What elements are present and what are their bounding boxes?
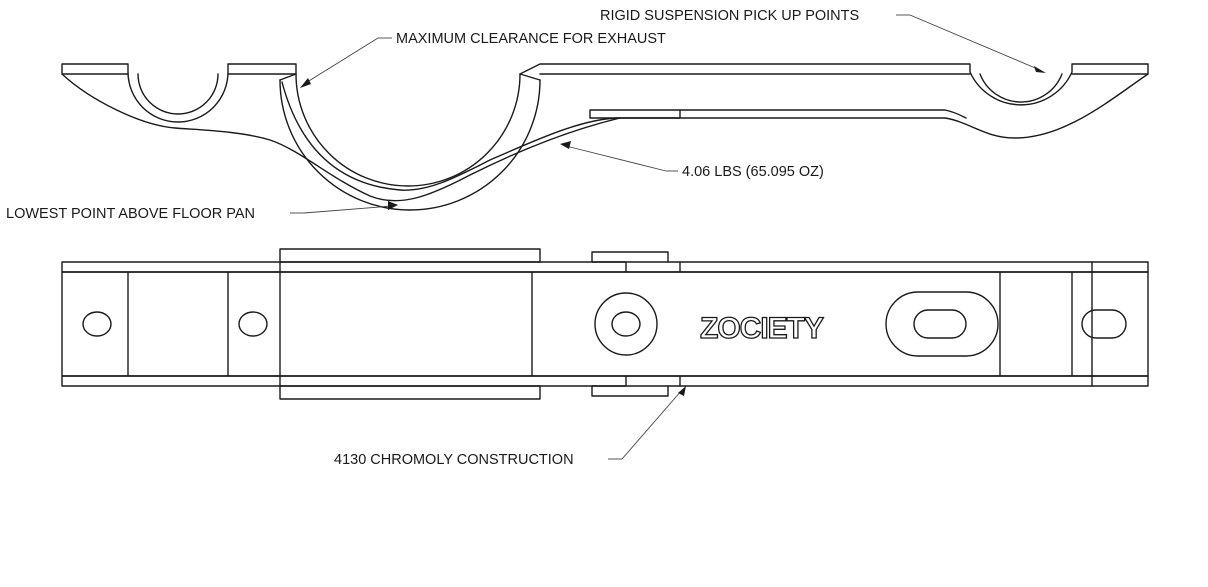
exhaust-cradle-inner <box>279 79 541 211</box>
boss-center <box>594 292 658 356</box>
left-cradle-inner <box>137 73 219 115</box>
top-body <box>61 271 1149 377</box>
side-slider-tab <box>589 109 967 119</box>
right-cradle-inner <box>979 73 1063 103</box>
callout-material-label: 4130 CHROMOLY CONSTRUCTION <box>334 452 574 468</box>
top-rail-lower <box>61 375 1149 387</box>
exhaust-cradle-edge <box>279 73 541 81</box>
slot-hole-right <box>1081 309 1127 339</box>
top-view: ZOCIETY <box>61 248 1149 400</box>
side-bottom-skin <box>281 81 621 191</box>
top-dividers <box>127 261 1093 387</box>
hole-left-end <box>82 311 112 337</box>
callout-weight-label: 4.06 LBS (65.095 OZ) <box>682 164 824 180</box>
callout-rigid-suspension-label: RIGID SUSPENSION PICK UP POINTS <box>600 8 859 24</box>
top-rail-upper <box>61 261 1149 273</box>
callout-max-clearance: MAXIMUM CLEARANCE FOR EXHAUST <box>300 31 666 88</box>
center-clip <box>591 251 681 397</box>
slot-hole <box>913 309 967 339</box>
callout-max-clearance-label: MAXIMUM CLEARANCE FOR EXHAUST <box>396 31 666 47</box>
slot-boss <box>885 291 999 357</box>
callout-material: 4130 CHROMOLY CONSTRUCTION <box>334 386 686 468</box>
zociety-logo: ZOCIETY <box>700 312 824 345</box>
tab-left-lower <box>279 385 541 400</box>
callout-rigid-suspension: RIGID SUSPENSION PICK UP POINTS <box>600 8 1046 73</box>
hole-left-inner <box>238 311 268 337</box>
side-view <box>61 63 1149 211</box>
callout-lowest-point-label: LOWEST POINT ABOVE FLOOR PAN <box>6 206 255 222</box>
tab-left-upper <box>279 248 541 263</box>
callout-weight: 4.06 LBS (65.095 OZ) <box>560 141 824 180</box>
callout-lowest-point: LOWEST POINT ABOVE FLOOR PAN <box>6 201 398 222</box>
hole-center <box>611 311 641 337</box>
side-profile-outline <box>61 63 1149 202</box>
